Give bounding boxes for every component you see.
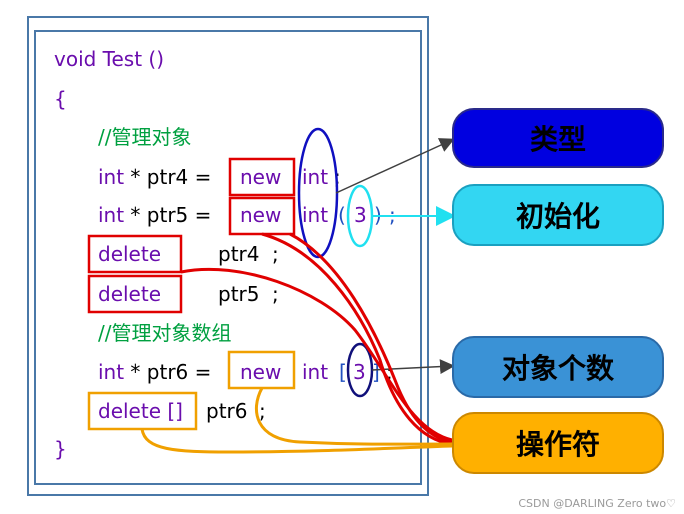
new-keyword: new	[240, 203, 282, 227]
bracket-close: ]	[372, 360, 380, 384]
semicolon: ;	[272, 282, 279, 306]
count-ellipse	[346, 342, 374, 398]
new-keyword: new	[240, 360, 282, 384]
ptr5-decl: * ptr5 =	[124, 203, 218, 227]
arrow-to-type	[335, 138, 455, 194]
curve-new-array-to-operator	[254, 387, 453, 446]
curve-new-to-operator	[289, 232, 453, 444]
bracket-open: [	[339, 360, 347, 384]
curve-delete-array-to-operator	[140, 428, 453, 454]
new-highlight-box	[228, 157, 296, 197]
delete-keyword: delete	[98, 282, 162, 306]
code-line-ptr4: int * ptr4 =	[98, 165, 218, 189]
curve-delete-to-operator	[180, 267, 453, 442]
init-ellipse	[346, 184, 374, 248]
delete-highlight-box	[87, 234, 183, 274]
semicolon: ;	[259, 399, 266, 423]
semicolon: ;	[386, 360, 393, 384]
code-comment-objects: //管理对象	[98, 125, 192, 149]
delete-keyword: delete	[98, 242, 162, 266]
semicolon: ;	[272, 242, 279, 266]
code-comment-arrays: //管理对象数组	[98, 321, 232, 345]
arrow-to-count	[371, 359, 455, 375]
code-line-open-brace: {	[54, 87, 67, 111]
new-keyword: new	[240, 165, 282, 189]
label-type: 类型	[452, 108, 664, 168]
ptr4-decl: * ptr4 =	[124, 165, 218, 189]
ptr4-var: ptr4	[218, 242, 260, 266]
int-keyword: int	[98, 165, 125, 189]
type-int: int	[302, 203, 329, 227]
label-object-count: 对象个数	[452, 336, 664, 398]
ptr5-var: ptr5	[218, 282, 260, 306]
code-line-ptr6: int * ptr6 =	[98, 360, 218, 384]
count-value: 3	[353, 360, 366, 384]
type-int: int	[302, 360, 329, 384]
int-keyword: int	[98, 360, 125, 384]
outer-frame	[27, 16, 429, 496]
label-init: 初始化	[452, 184, 664, 246]
paren-open: (	[338, 203, 346, 227]
code-frame	[34, 30, 422, 485]
code-line-ptr5: int * ptr5 =	[98, 203, 218, 227]
int-keyword: int	[98, 203, 125, 227]
delete-array-highlight-box	[87, 391, 198, 431]
new-highlight-box	[228, 196, 296, 236]
code-line-close-brace: }	[54, 437, 67, 461]
code-line-signature: void Test ()	[54, 47, 165, 71]
type-ellipse	[297, 127, 339, 259]
watermark: CSDN @DARLING Zero two♡	[518, 497, 676, 510]
delete-highlight-box	[87, 274, 183, 314]
init-value: 3	[354, 203, 367, 227]
type-int: int	[302, 165, 329, 189]
ptr6-decl: * ptr6 =	[124, 360, 218, 384]
delete-array-keyword: delete []	[98, 399, 183, 423]
new-array-highlight-box	[227, 350, 296, 390]
curve-new-to-operator	[261, 232, 453, 446]
ptr6-var: ptr6	[206, 399, 248, 423]
label-operator: 操作符	[452, 412, 664, 474]
